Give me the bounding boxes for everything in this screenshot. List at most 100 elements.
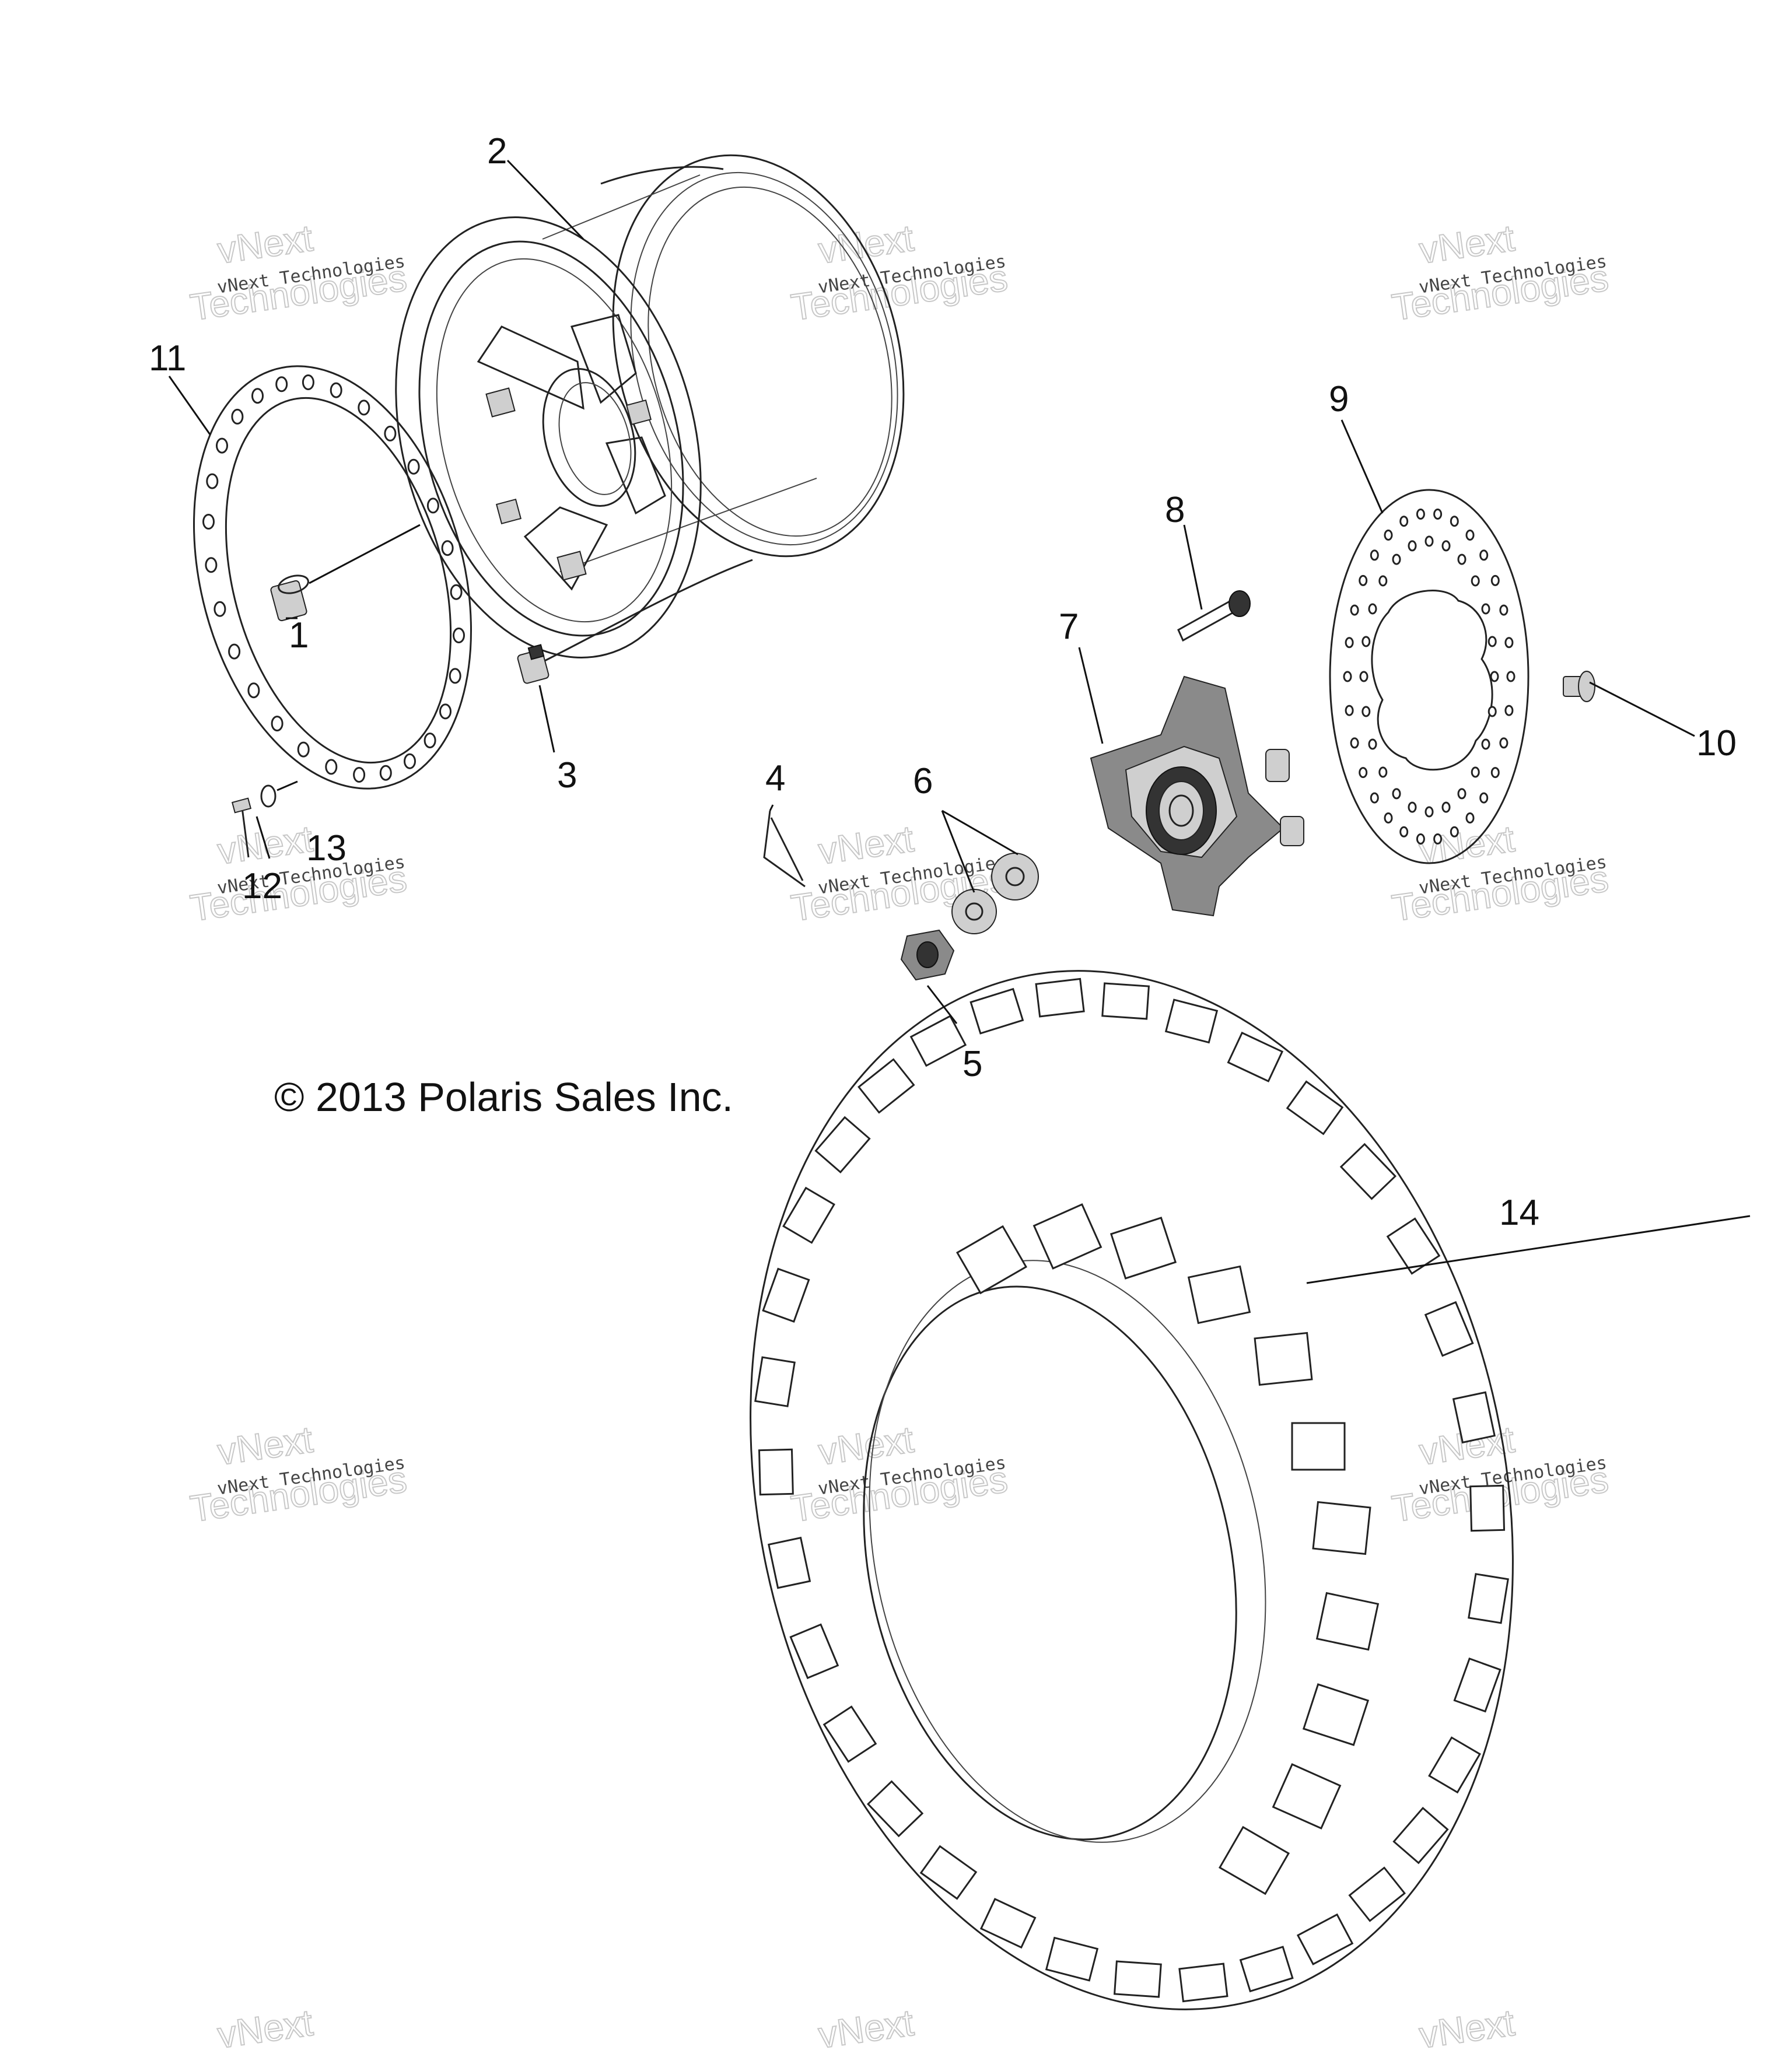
disc-hole	[1479, 792, 1489, 804]
tread-block	[1101, 982, 1150, 1020]
disc-hole	[1499, 737, 1508, 749]
callout-7: 7	[1059, 607, 1079, 647]
tread-block	[768, 1536, 811, 1589]
disc-hole	[1343, 671, 1352, 682]
tread-block	[1286, 1080, 1344, 1136]
tread-block	[762, 1267, 810, 1323]
tread-block	[1254, 1331, 1313, 1386]
callout-11: 11	[149, 338, 186, 379]
disc-hole	[1481, 738, 1490, 750]
part-washers	[951, 853, 1039, 934]
tread-block	[1302, 1683, 1370, 1746]
ring-bolt-hole	[214, 601, 226, 617]
tread-block	[1035, 977, 1085, 1018]
tread-block	[1164, 998, 1219, 1044]
tread-block	[956, 1225, 1028, 1295]
part-valve	[517, 644, 550, 684]
tread-block	[1428, 1736, 1481, 1794]
disc-hole	[1345, 637, 1354, 649]
ring-bolt-hole	[407, 458, 420, 475]
disc-hole	[1384, 530, 1393, 541]
leader-lines	[168, 159, 1751, 1284]
tread-block	[1272, 1763, 1342, 1830]
disc-hole	[1465, 812, 1475, 823]
part-hub	[1090, 675, 1304, 917]
tread-block	[1348, 1866, 1406, 1922]
ring-bolt-hole	[205, 557, 218, 573]
tread-block	[1452, 1391, 1496, 1444]
tread-block	[822, 1705, 877, 1763]
tread-block	[970, 987, 1024, 1035]
disc-hole	[1450, 826, 1459, 837]
tread-block	[754, 1356, 796, 1407]
disc-hole	[1490, 767, 1500, 779]
ring-bolt-hole	[424, 733, 436, 749]
ring-bolt-hole	[330, 382, 342, 398]
disc-hole	[1441, 540, 1451, 552]
ring-bolt-hole	[450, 584, 463, 600]
disc-hole	[1479, 549, 1489, 561]
tread-block	[1296, 1913, 1354, 1965]
disc-hole	[1433, 509, 1443, 520]
part-tire	[750, 970, 1514, 2010]
disc-hole	[1408, 801, 1417, 813]
callout-5: 5	[963, 1044, 982, 1084]
disc-hole	[1471, 766, 1480, 778]
disc-hole	[1359, 767, 1368, 779]
tread-block	[758, 1448, 794, 1496]
part-screw-washer	[231, 780, 298, 858]
ring-bolt-hole	[426, 497, 439, 514]
ring-bolt-hole	[379, 765, 392, 781]
disc-hole	[1457, 788, 1466, 800]
disc-hole	[1504, 637, 1514, 649]
tread-block	[1110, 1217, 1177, 1280]
tread-block	[1032, 1203, 1102, 1270]
callout-4: 4	[765, 758, 785, 798]
disc-hole	[1490, 671, 1499, 682]
ring-bolt-hole	[453, 628, 465, 643]
disc-hole	[1408, 540, 1417, 552]
disc-hole	[1416, 509, 1425, 520]
ring-bolt-hole	[358, 400, 370, 416]
tread-block	[919, 1845, 978, 1900]
callout-9: 9	[1329, 379, 1349, 419]
ring-bolt-hole	[302, 374, 314, 390]
disc-hole	[1362, 706, 1371, 717]
watermarks: vNext Technologies vNext Technologies vN…	[187, 216, 1612, 2057]
ring-bolt-hole	[297, 741, 310, 758]
disc-hole	[1471, 575, 1480, 587]
part-disc-bolt	[1563, 671, 1595, 702]
tread-block	[1291, 1422, 1346, 1471]
part-castle-nut	[900, 929, 955, 981]
tread-block	[858, 1058, 915, 1114]
tread-block	[979, 1898, 1037, 1949]
disc-hole	[1359, 574, 1368, 586]
callout-3: 3	[557, 755, 577, 796]
disc-hole	[1378, 766, 1388, 778]
part-valve-stem	[270, 524, 421, 622]
disc-hole	[1504, 705, 1514, 716]
callout-6: 6	[913, 761, 933, 801]
callout-labels: 2 11 1 3 4 5 6 7 8 9 10 12 13 14	[149, 131, 1737, 1233]
tread-block	[1227, 1031, 1284, 1082]
ring-bolt-hole	[251, 388, 264, 404]
part-cotter-pin	[763, 810, 806, 888]
ring-bolt-hole	[353, 767, 366, 783]
ring-bolt-hole	[216, 437, 228, 454]
callout-2: 2	[487, 131, 507, 171]
disc-hole	[1506, 671, 1516, 682]
tread-block	[782, 1186, 835, 1244]
disc-hole	[1424, 535, 1434, 547]
disc-hole	[1370, 792, 1379, 804]
ring-bolt-hole	[231, 408, 244, 425]
disc-hole	[1350, 737, 1359, 749]
tread-block	[1312, 1501, 1371, 1555]
ring-bolt-hole	[404, 753, 416, 769]
callout-8: 8	[1165, 490, 1185, 530]
tread-block	[1392, 1807, 1449, 1865]
part-wheel-stud	[1177, 590, 1251, 642]
disc-hole	[1370, 549, 1379, 561]
disc-hole	[1378, 575, 1388, 587]
tread-block	[1187, 1265, 1251, 1324]
tread-block	[1453, 1657, 1502, 1713]
